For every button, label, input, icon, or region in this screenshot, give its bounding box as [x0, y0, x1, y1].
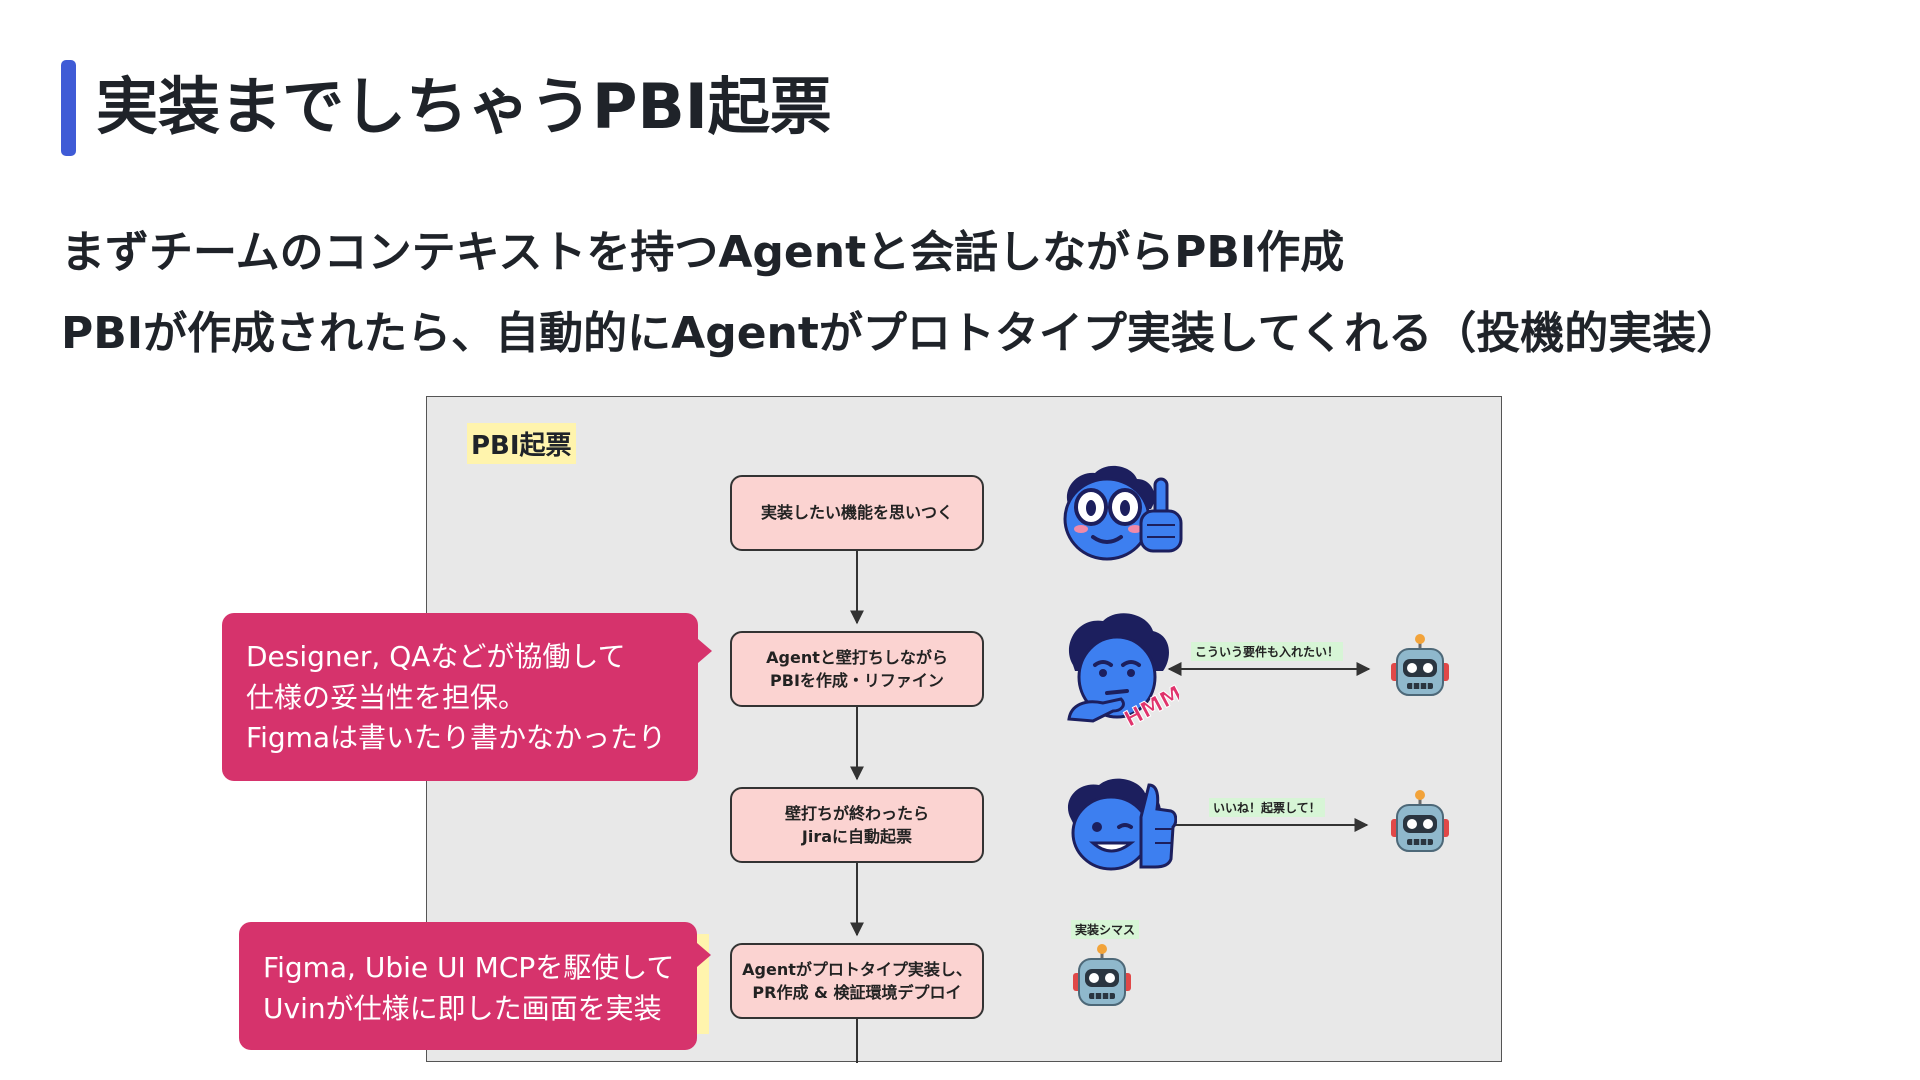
diagram-label: PBI起票	[467, 423, 576, 464]
implement-label: 実装シマス	[1071, 920, 1140, 939]
collaboration-callout: Designer, QAなどが協働して 仕様の妥当性を担保。 Figmaは書いた…	[222, 613, 698, 781]
callout-pointer	[697, 943, 711, 967]
step-text: Agentと壁打ちしながら	[766, 647, 948, 667]
callout-pointer	[698, 639, 712, 663]
approve-label: いいね！起票して！	[1209, 798, 1325, 817]
callout-text: 仕様の妥当性を担保。	[246, 680, 527, 714]
robot-icon	[1073, 944, 1131, 1006]
summary-line-2: PBIが作成されたら、自動的にAgentがプロトタイプ実装してくれる（投機的実装…	[61, 308, 1741, 359]
robot-icon	[1391, 634, 1449, 696]
step-jira-ticket: 壁打ちが終わったら Jiraに自動起票	[730, 787, 984, 863]
step-text: PBIを作成・リファイン	[770, 671, 944, 690]
step-text: 壁打ちが終わったら	[784, 803, 929, 823]
thumbs-up-person-icon	[1067, 778, 1177, 871]
diagram-connectors	[850, 551, 1371, 1063]
thinking-person-icon: HMM	[1067, 613, 1179, 729]
callout-text: Figma, Ubie UI MCPを駆使して	[263, 951, 675, 984]
conversation-label: こういう要件も入れたい！	[1191, 642, 1344, 661]
summary-line-1: まずチームのコンテキストを持つAgentと会話しながらPBI作成	[61, 227, 1345, 278]
step-text: Jiraに自動起票	[801, 827, 913, 846]
page-title: 実装までしちゃうPBI起票	[96, 70, 832, 143]
step-refine-pbi: Agentと壁打ちしながら PBIを作成・リファイン	[730, 631, 984, 707]
title-accent-bar	[61, 60, 76, 156]
step-text: 実装したい機能を思いつく	[760, 503, 953, 523]
step-text: Agentがプロトタイプ実装し、	[742, 959, 972, 979]
step-text: PR作成 & 検証環境デプロイ	[752, 983, 962, 1002]
callout-text: Designer, QAなどが協働して	[246, 640, 626, 673]
idea-person-icon	[1063, 465, 1183, 561]
callout-text: Uvinが仕様に即した画面を実装	[263, 991, 662, 1025]
robot-icon	[1391, 790, 1449, 852]
step-idea: 実装したい機能を思いつく	[730, 475, 984, 551]
implementation-callout: Figma, Ubie UI MCPを駆使して Uvinが仕様に即した画面を実装	[239, 922, 697, 1050]
step-prototype: Agentがプロトタイプ実装し、 PR作成 & 検証環境デプロイ	[730, 943, 984, 1019]
callout-text: Figmaは書いたり書かなかったり	[246, 721, 667, 755]
